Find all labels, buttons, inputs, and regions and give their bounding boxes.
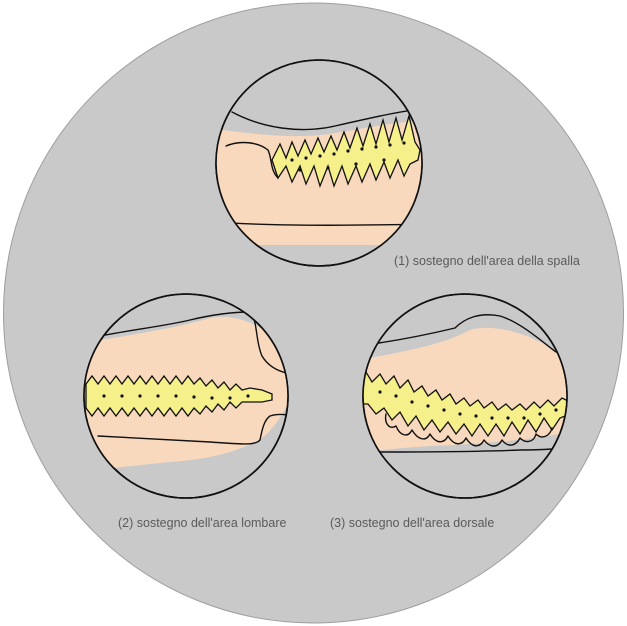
caption-shoulder: (1) sostegno dell'area della spalla — [394, 254, 580, 268]
caption-dorsal: (3) sostegno dell'area dorsale — [330, 516, 494, 530]
caption-lumbar: (2) sostegno dell'area lombare — [118, 516, 286, 530]
